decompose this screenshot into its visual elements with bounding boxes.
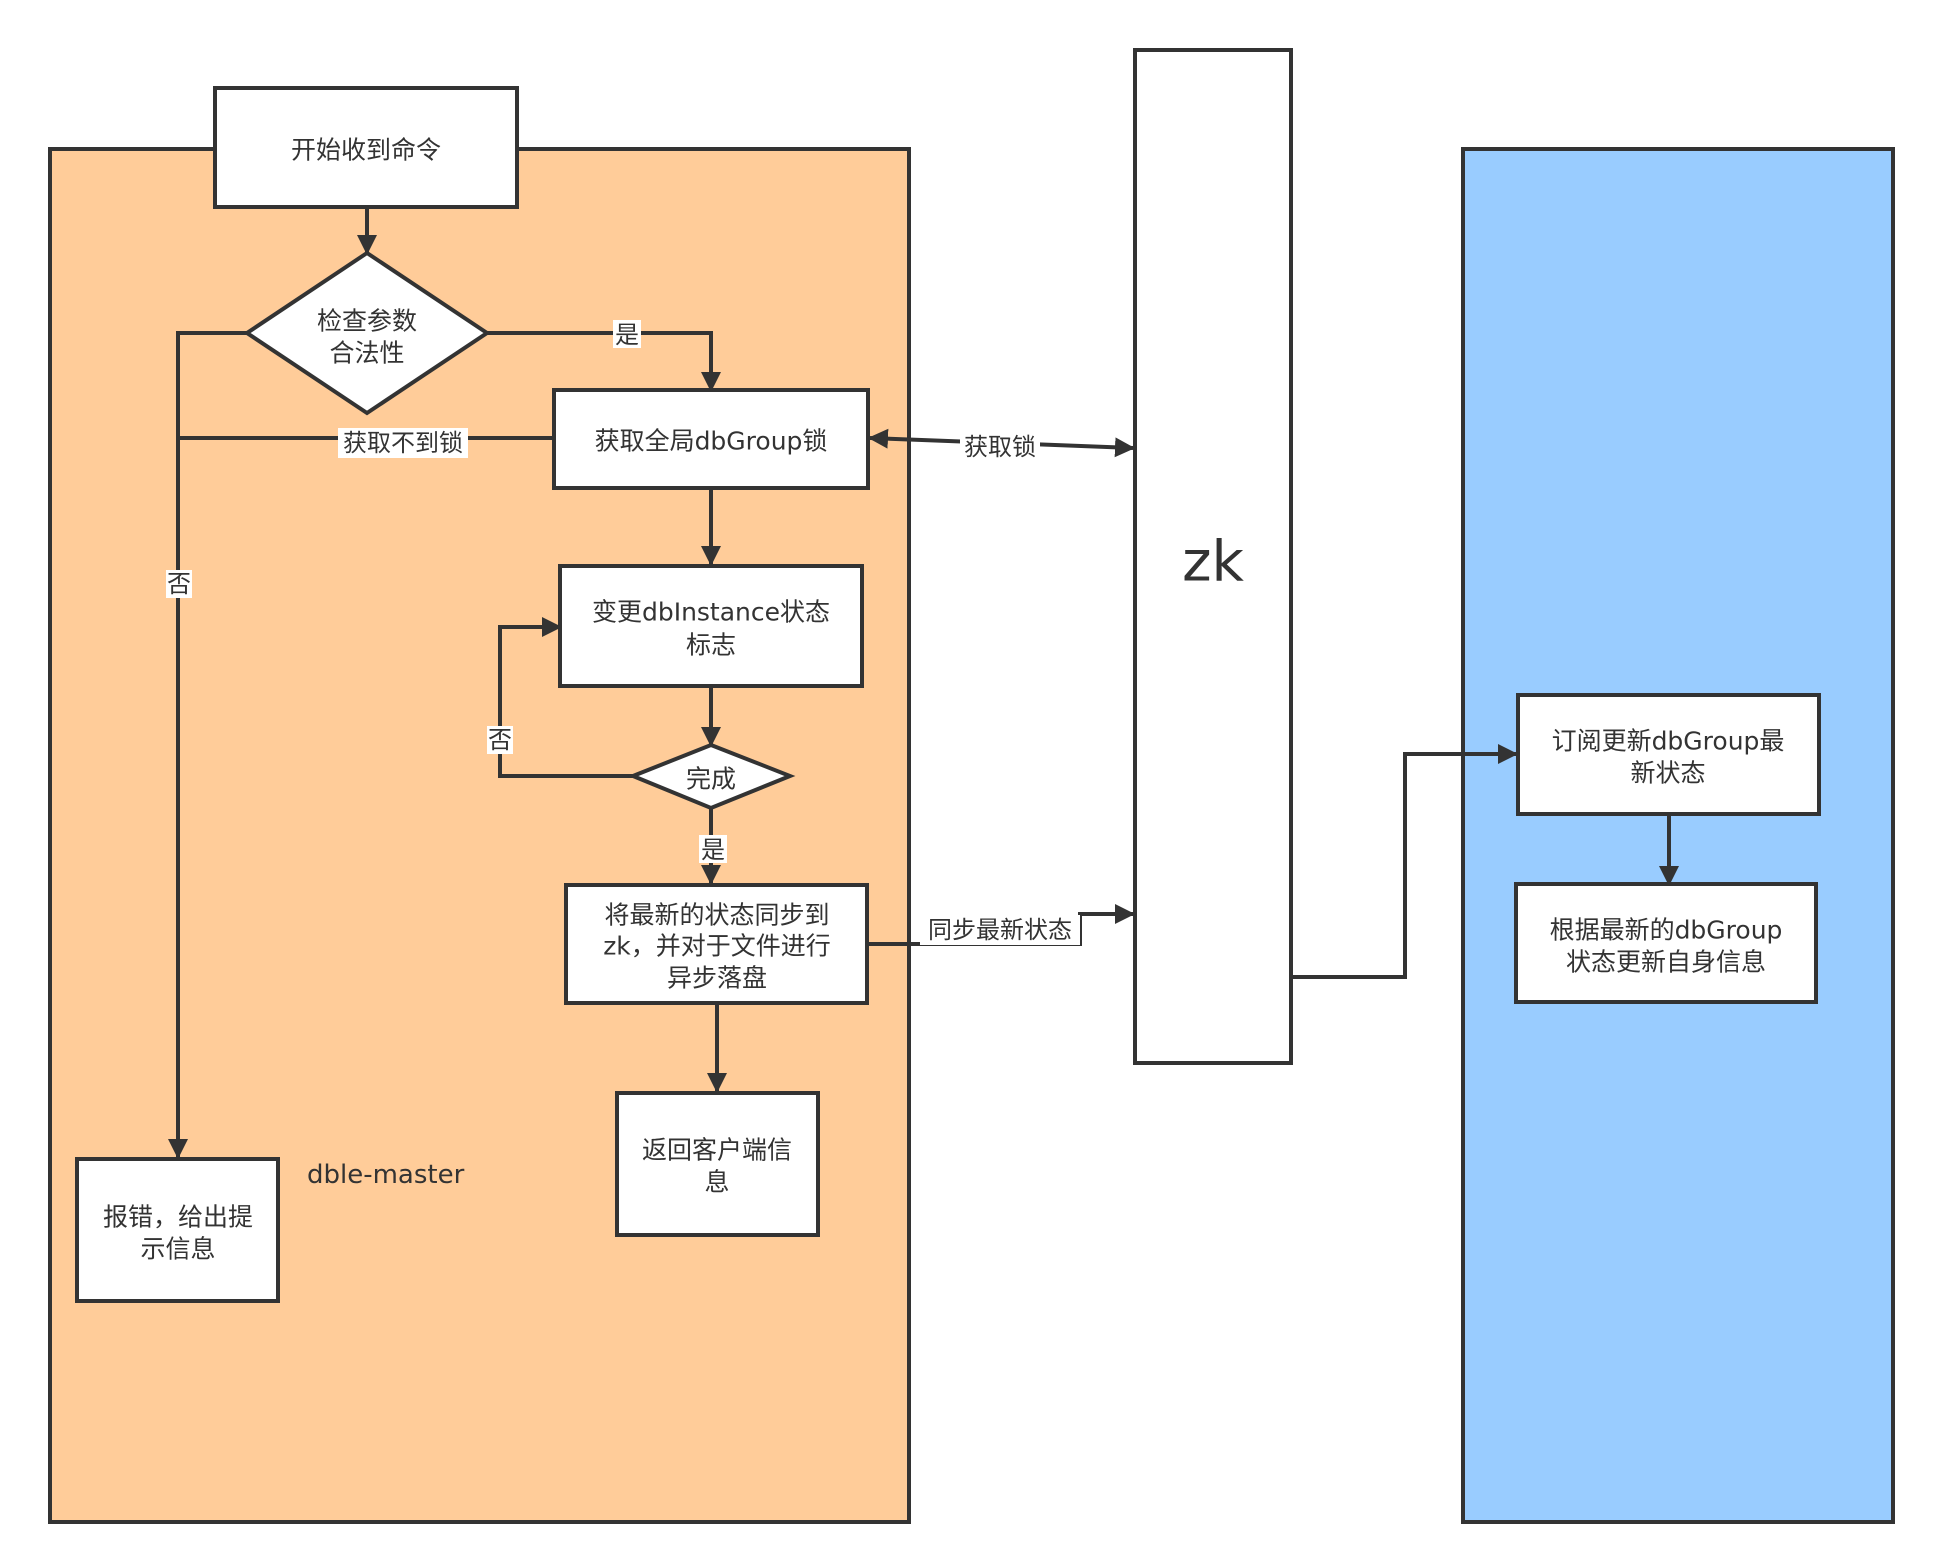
- zk-node: [1133, 48, 1293, 1065]
- change-state-label-line1: 变更dbInstance状态: [592, 598, 830, 627]
- update-self-label-line2: 状态更新自身信息: [1566, 948, 1766, 977]
- lock-fail-label-bg: [338, 428, 468, 458]
- start-box: [213, 86, 519, 209]
- return-label-line2: 息: [704, 1168, 729, 1197]
- yes-1-label-bg: [613, 320, 641, 348]
- return-box: [615, 1091, 820, 1237]
- edge-lock-fail-label: 获取不到锁: [343, 429, 463, 457]
- edge-lock-zk-label: 获取锁: [964, 433, 1036, 461]
- sync-zk-label-bg: [920, 915, 1080, 945]
- subscribe-box: [1516, 693, 1821, 816]
- check-label-line2: 合法性: [329, 339, 404, 368]
- sync-label-line1: 将最新的状态同步到: [604, 901, 829, 930]
- error-box: [75, 1157, 280, 1303]
- change-state-box: [558, 564, 864, 688]
- edge-yes-2-label: 是: [701, 836, 725, 864]
- edge-sync-zk-label: 同步最新状态: [928, 916, 1072, 944]
- dble-slave-container: [1461, 147, 1895, 1524]
- sync-box: [564, 883, 869, 1005]
- dble-master-label: dble-master: [307, 1160, 465, 1190]
- subscribe-label-line1: 订阅更新dbGroup最: [1552, 727, 1785, 756]
- change-state-label-line2: 标志: [686, 631, 736, 660]
- start-label: 开始收到命令: [291, 136, 441, 165]
- sync-label-line3: 异步落盘: [667, 964, 767, 993]
- zk-label: zk: [1182, 530, 1244, 595]
- edge-check-no-to-error: [168, 331, 247, 1159]
- subscribe-label-line2: 新状态: [1630, 759, 1705, 788]
- edge-done-no-loop: [498, 617, 633, 778]
- update-self-box: [1514, 882, 1818, 1004]
- check-diamond: [243, 250, 491, 416]
- get-lock-box: [552, 388, 870, 490]
- error-label-line2: 示信息: [140, 1235, 215, 1264]
- yes-2-label-bg: [699, 835, 727, 863]
- edge-no-1-label: 否: [167, 570, 191, 598]
- error-label-line1: 报错，给出提: [103, 1203, 253, 1232]
- edge-no-2-label: 否: [488, 726, 512, 754]
- edge-check-yes-to-lock: [487, 331, 721, 392]
- return-label-line1: 返回客户端信: [642, 1136, 792, 1165]
- edge-zk-to-subscribe: [1291, 744, 1518, 979]
- done-label: 完成: [686, 765, 736, 794]
- lock-zk-label-bg: [960, 432, 1040, 462]
- check-label-line1: 检查参数: [317, 307, 417, 336]
- done-diamond: [627, 742, 796, 811]
- sync-label-line2: zk，并对于文件进行: [603, 932, 831, 961]
- no-1-label-bg: [166, 570, 192, 598]
- no-2-label-bg: [487, 726, 513, 754]
- update-self-label-line1: 根据最新的dbGroup: [1550, 916, 1783, 945]
- get-lock-label: 获取全局dbGroup锁: [595, 427, 828, 456]
- edge-yes-1-label: 是: [615, 321, 639, 349]
